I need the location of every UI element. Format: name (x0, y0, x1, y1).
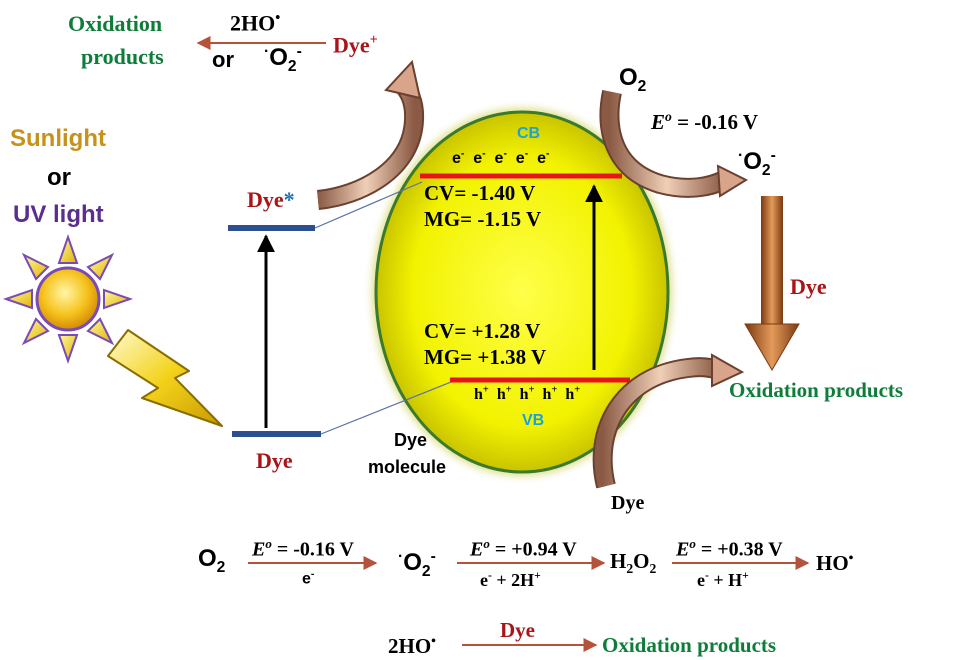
down-arrow-superoxide (744, 196, 800, 371)
potential-e: E (651, 110, 666, 134)
sunlight-label: Sunlight (10, 125, 106, 152)
dye-excited-text: Dye (247, 187, 284, 212)
connector-line (320, 379, 457, 435)
vb-potential-cv: CV= +1.28 V (424, 319, 541, 343)
eq1-o2-sub: 2 (216, 558, 226, 576)
eq1-o-sub: 2 (649, 561, 657, 577)
eq1-hydroxyl-text: HO (816, 551, 849, 575)
eq1-arrow3-e: E (676, 538, 690, 561)
dye-molecule-label-line2: molecule (368, 457, 447, 477)
eq1-arrow1-e: E (252, 538, 266, 561)
eq1-arrow2-rest: + 2H (496, 570, 535, 590)
curved-arrow-hole-oxidation (592, 353, 745, 489)
bottom-dye-label: Dye (611, 492, 645, 514)
eq1-superoxide: ·O2- (398, 548, 436, 580)
hydroxyl-radical-label: 2HO• (230, 10, 281, 36)
eq1-arrow3-rest: + H (713, 570, 743, 590)
eq1-arrow3-top: Eo = +0.38 V (676, 536, 783, 561)
vb-label: VB (522, 412, 545, 429)
eq1-arrow1-bottom: e- (302, 569, 315, 588)
eq1-o2-o: O (198, 545, 217, 572)
cb-potential-cv: CV= -1.40 V (424, 181, 536, 205)
dye-cation-sup: + (369, 32, 378, 48)
eq1-arrow1-top: Eo = -0.16 V (252, 536, 354, 561)
or-label: or (47, 164, 71, 191)
dye-cation-text: Dye (333, 32, 370, 58)
electron: e- (537, 149, 550, 168)
eq1-arrow1-value: = -0.16 V (276, 538, 354, 561)
eq1-arrow3-value: = +0.38 V (700, 538, 783, 561)
eq1-arrow2-bottom: e- + 2H+ (480, 569, 541, 590)
eq1-o: O (633, 549, 650, 573)
right-o2-sub: 2 (637, 77, 647, 95)
uv-light-label: UV light (13, 201, 104, 228)
eq1-h2o2: H2O2 (610, 551, 656, 576)
right-superoxide-sub: 2 (761, 161, 771, 179)
electron: e- (452, 149, 465, 168)
top-superoxide-sub: 2 (287, 57, 297, 75)
hydroxyl-radical-text: 2HO (230, 10, 276, 36)
dye-molecule-label-line1: Dye (394, 430, 428, 450)
right-superoxide-label: ·O2- (738, 147, 776, 179)
eq2-reactant: 2HO• (388, 633, 436, 658)
hole: h+ (565, 385, 581, 404)
eq1-arrow3-e-minus: e (697, 570, 705, 590)
top-oxidation-products-line1: Oxidation (68, 11, 163, 36)
eq1-superoxide-sub: 2 (421, 562, 431, 580)
eq2-arrow-label: Dye (500, 618, 535, 642)
right-potential-label: Eo = -0.16 V (651, 109, 759, 134)
eq1-h: H (610, 549, 627, 573)
hole: h+ (542, 385, 558, 404)
electrons-row: e- e- e- e- e- (452, 149, 550, 168)
eq1-arrow2-e: E (470, 538, 484, 561)
right-dye-label: Dye (790, 274, 827, 299)
hole: h+ (496, 385, 512, 404)
eq1-arrow2-value: = +0.94 V (494, 538, 577, 561)
eq1-arrow2-top: Eo = +0.94 V (470, 536, 577, 561)
eq1-arrow3-bottom: e- + H+ (697, 569, 749, 590)
potential-value: = -0.16 V (677, 110, 759, 134)
top-superoxide-label: ·O2- (264, 43, 302, 75)
right-o2-label: O2 (619, 64, 647, 95)
lightning-bolt-icon (107, 329, 223, 427)
right-superoxide-o: O (743, 148, 762, 175)
eq1-hydroxyl: HO• (816, 550, 854, 575)
electron: e- (515, 149, 529, 168)
electron: e- (494, 149, 507, 168)
cb-label: CB (517, 125, 541, 142)
holes-row: h+ h+ h+ h+ h+ (474, 385, 581, 404)
electron: e- (473, 149, 486, 168)
dye-cation-label: Dye+ (333, 33, 378, 56)
eq1-o2: O2 (198, 545, 226, 576)
dye-ground-label: Dye (256, 448, 293, 473)
top-oxidation-products-line2: products (81, 44, 164, 69)
curved-arrow-o2-reduction (599, 89, 749, 198)
eq1-arrow2-e-minus: e (480, 570, 488, 590)
hole: h+ (519, 385, 535, 404)
top-superoxide-o: O (269, 44, 288, 71)
dye-excited-star: * (283, 187, 295, 212)
curved-arrow-dye-cation (316, 59, 425, 210)
right-oxidation-products: Oxidation products (729, 378, 904, 402)
sun-icon (2, 233, 134, 365)
cb-potential-mg: MG= -1.15 V (424, 207, 542, 231)
vb-potential-mg: MG= +1.38 V (424, 345, 547, 369)
eq1-h-sub: 2 (626, 561, 634, 577)
eq1-arrow1-e-minus: e (302, 570, 311, 588)
eq1-superoxide-o: O (403, 549, 422, 576)
eq2-reactant-text: 2HO (388, 634, 432, 658)
connector-line (314, 181, 423, 229)
right-o2-o: O (619, 64, 638, 91)
dye-excited-label: Dye* (247, 189, 295, 211)
top-or-label: or (212, 47, 234, 72)
eq2-product: Oxidation products (602, 633, 777, 657)
hole: h+ (474, 385, 489, 404)
